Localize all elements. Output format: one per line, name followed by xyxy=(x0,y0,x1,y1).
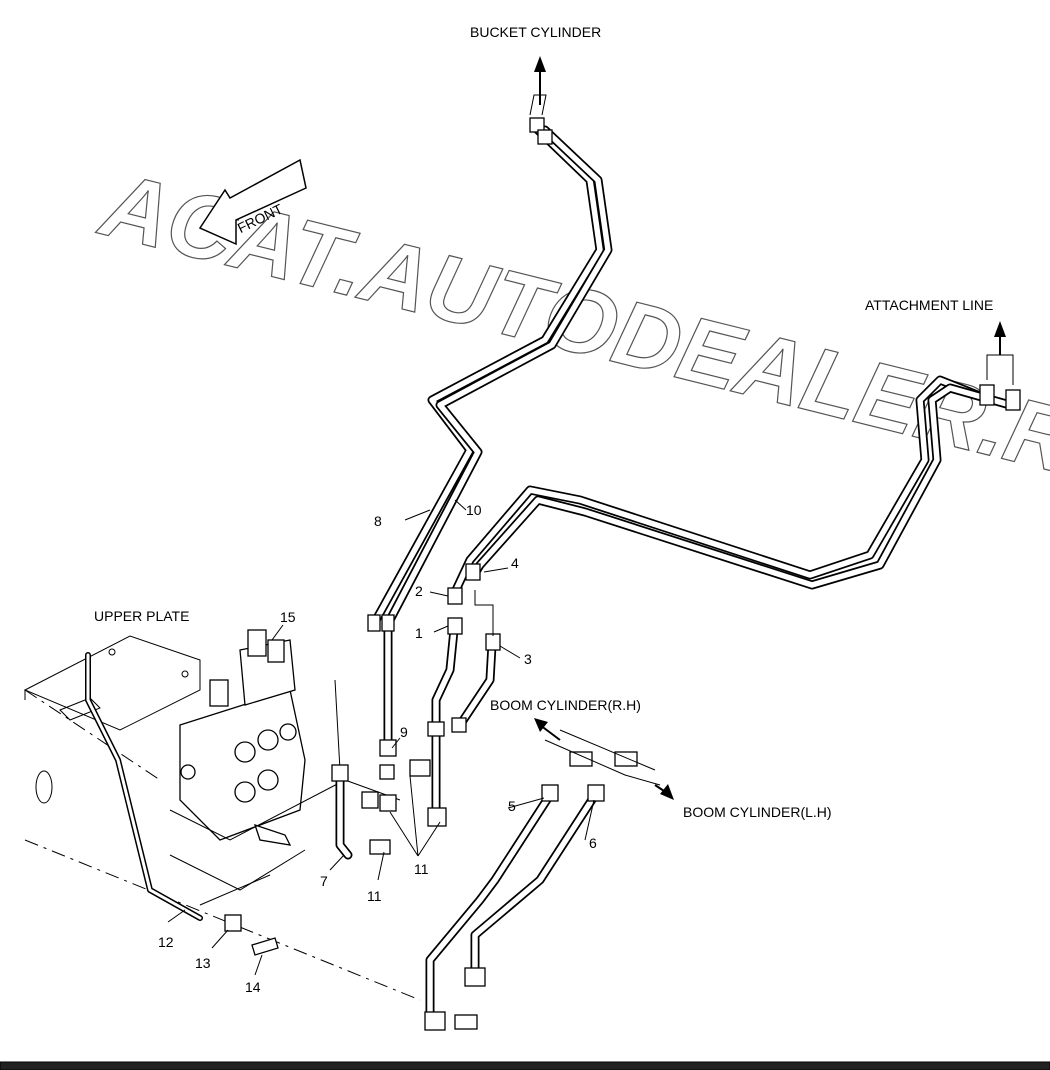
pipes-lower xyxy=(335,625,600,1025)
pipes-attachment xyxy=(451,375,1015,595)
callout-2: 2 xyxy=(415,583,423,599)
pipes-8-10 xyxy=(371,125,613,625)
attachment-line-label: ATTACHMENT LINE xyxy=(865,297,993,313)
boom-cylinder-rh-label: BOOM CYLINDER(R.H) xyxy=(490,697,641,713)
leader-12 xyxy=(199,874,271,906)
bottom-border xyxy=(0,1061,1050,1070)
leader-lines-valve xyxy=(169,679,401,891)
boom-cylinder-lh-label: BOOM CYLINDER(L.H) xyxy=(683,804,832,820)
callout-10: 10 xyxy=(466,502,482,518)
bucket-cylinder-label: BUCKET CYLINDER xyxy=(470,24,601,40)
callout-7: 7 xyxy=(320,873,328,889)
upper-plate-label: UPPER PLATE xyxy=(94,608,189,624)
fittings xyxy=(224,117,1021,1031)
arrows xyxy=(529,56,1014,800)
part-12-rod xyxy=(85,652,203,921)
callout-6: 6 xyxy=(589,835,597,851)
callout-4: 4 xyxy=(511,555,519,571)
callout-14: 14 xyxy=(245,979,261,995)
upper-plate xyxy=(23,635,421,1001)
callout-12: 12 xyxy=(158,934,174,950)
callout-11a: 11 xyxy=(414,861,429,877)
callout-13: 13 xyxy=(195,955,211,971)
callout-5: 5 xyxy=(508,798,516,814)
callout-3: 3 xyxy=(524,651,532,667)
callout-9: 9 xyxy=(400,724,408,740)
callout-11b: 11 xyxy=(367,888,382,904)
callout-15: 15 xyxy=(280,609,296,625)
callout-8: 8 xyxy=(374,513,382,529)
leader-lines xyxy=(167,499,595,976)
callout-1: 1 xyxy=(415,625,423,641)
control-valve xyxy=(179,629,306,846)
